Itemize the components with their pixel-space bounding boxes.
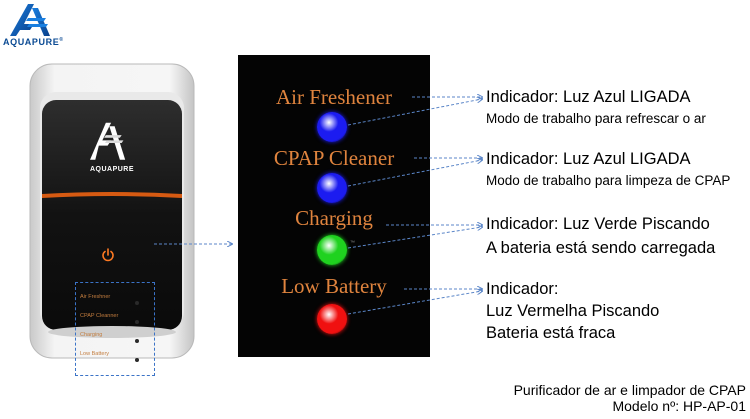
indicator-panel: Air Freshener CPAP Cleaner Charging Low … (238, 55, 430, 357)
device-logo-icon (90, 122, 126, 160)
description-charging: Indicador: Luz Verde Piscando A bateria … (486, 215, 715, 258)
indicator-title-air: Air Freshener (275, 85, 393, 109)
footer-model: Modelo nº: HP-AP-01 (612, 398, 746, 414)
description-line: A bateria está sendo carregada (486, 239, 716, 257)
description-title: Indicador: Luz Azul LIGADA (486, 150, 691, 168)
indicator-highlight-box (75, 282, 155, 376)
footer-product: Purificador de ar e limpador de CPAP (513, 382, 746, 398)
brand-name: AQUAPURE® (3, 37, 64, 47)
description-low-battery: Indicador: Luz Vermelha Piscando Bateria… (486, 278, 659, 344)
aquapure-logo-icon (10, 4, 50, 36)
led-cpap-cleaner (317, 173, 347, 203)
description-line: Modo de trabalho para refrescar o ar (486, 111, 706, 126)
led-low-battery (317, 304, 347, 334)
led-air-freshener (317, 112, 347, 142)
indicator-title-cpap: CPAP Cleaner (273, 146, 395, 170)
description-line: Bateria está fraca (486, 324, 616, 342)
mini-led (135, 320, 139, 324)
mini-led (135, 358, 139, 362)
mini-led (135, 301, 139, 305)
description-line: Luz Vermelha Piscando (486, 302, 660, 320)
indicator-title-charging: Charging (295, 206, 373, 230)
mini-label-charging: Charging (80, 332, 103, 338)
description-title: Indicador: Luz Azul LIGADA (486, 88, 691, 106)
description-title: Indicador: (486, 280, 559, 298)
footer: Purificador de ar e limpador de CPAP Mod… (514, 382, 746, 414)
device-illustration: AQUAPURE Air Freshner CPAP Cleanner Char… (28, 62, 196, 376)
description-air: Indicador: Luz Azul LIGADA Modo de traba… (486, 88, 706, 126)
mini-led (135, 339, 139, 343)
mini-label-cpap: CPAP Cleanner (80, 313, 119, 319)
power-icon (102, 248, 114, 262)
led-charging (317, 235, 347, 265)
device-body (29, 63, 195, 359)
mini-label-air: Air Freshner (80, 294, 111, 300)
description-title: Indicador: Luz Verde Piscando (486, 215, 710, 233)
device-brand: AQUAPURE (89, 166, 135, 173)
mini-label-battery: Low Battery (80, 351, 110, 357)
description-line: Modo de trabalho para limpeza de CPAP (486, 173, 731, 188)
description-cpap: Indicador: Luz Azul LIGADA Modo de traba… (486, 150, 730, 188)
indicator-title-low-battery: Low Battery (281, 274, 387, 298)
